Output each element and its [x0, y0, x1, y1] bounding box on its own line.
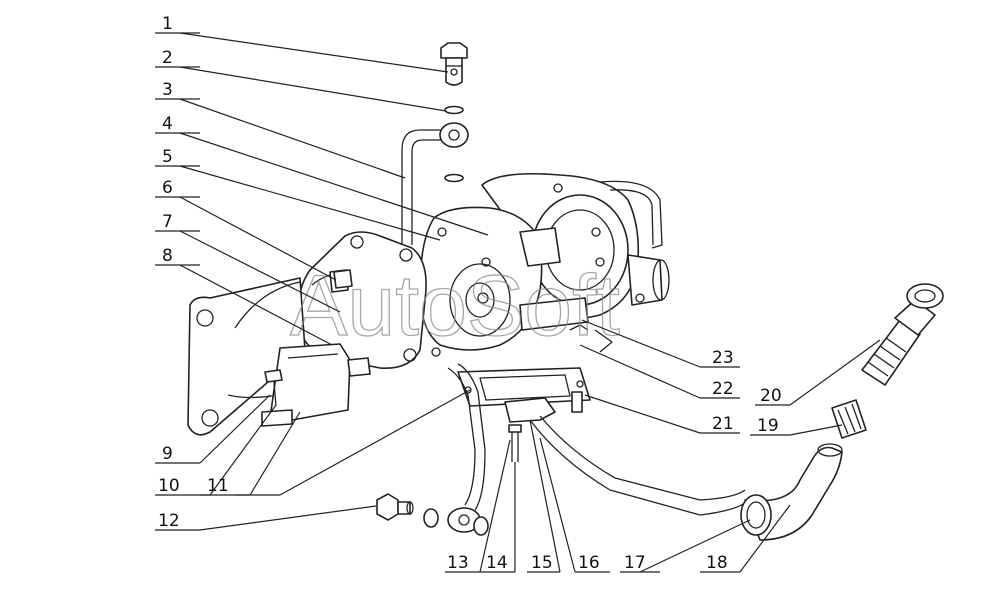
callout-16: 16 — [578, 553, 600, 573]
callout-14: 14 — [486, 553, 508, 573]
callout-3: 3 — [162, 80, 173, 100]
union-fitting — [376, 493, 414, 521]
callout-12: 12 — [158, 511, 180, 531]
callout-9: 9 — [162, 444, 173, 464]
callout-15: 15 — [531, 553, 553, 573]
callout-4: 4 — [162, 114, 173, 134]
watermark-text: AutoSoft — [290, 258, 620, 354]
callout-23: 23 — [712, 348, 734, 368]
leader-lines — [155, 32, 881, 573]
callout-labels: 1 2 3 4 5 6 7 8 9 10 11 12 13 14 15 16 1… — [158, 14, 782, 573]
callout-11: 11 — [207, 476, 229, 496]
callout-1: 1 — [162, 14, 173, 34]
heat-shield — [261, 343, 351, 427]
pipe-connector — [569, 324, 613, 353]
callout-5: 5 — [162, 147, 173, 167]
callout-13: 13 — [447, 553, 469, 573]
callout-20: 20 — [760, 386, 782, 406]
callout-17: 17 — [624, 553, 646, 573]
oil-return-pipe — [423, 363, 489, 536]
flange-bolt — [508, 424, 522, 462]
washer-upper — [444, 105, 464, 115]
studs-bolts — [264, 269, 371, 407]
callout-18: 18 — [706, 553, 728, 573]
callout-7: 7 — [162, 212, 173, 232]
callout-8: 8 — [162, 246, 173, 266]
washer-lower — [444, 173, 464, 183]
intake-hose — [529, 415, 749, 516]
callout-21: 21 — [712, 414, 734, 434]
callout-10: 10 — [158, 476, 180, 496]
hose-clamp-lower — [740, 494, 772, 536]
outlet-gasket — [457, 367, 591, 407]
corrugated-pipe — [861, 283, 944, 386]
callout-19: 19 — [757, 416, 779, 436]
callout-6: 6 — [162, 178, 173, 198]
oil-inlet-pipe — [401, 122, 469, 245]
oil-outlet-flange — [504, 391, 583, 423]
ribbed-nut — [831, 399, 867, 439]
banjo-bolt — [440, 42, 468, 86]
callout-22: 22 — [712, 379, 734, 399]
callout-2: 2 — [162, 48, 173, 68]
parts-drawing — [187, 42, 944, 541]
